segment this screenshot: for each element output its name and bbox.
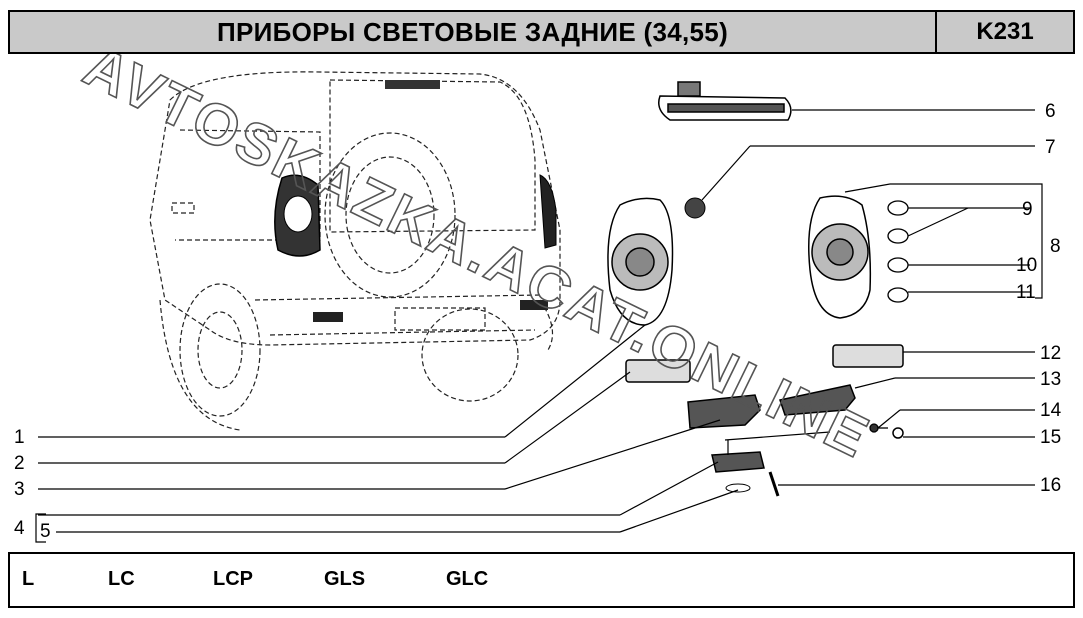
title-divider <box>935 12 937 52</box>
leader-lines <box>35 109 1043 543</box>
callout-6: 6 <box>1045 101 1056 122</box>
callout-1: 1 <box>14 427 25 448</box>
callout-3: 3 <box>14 479 25 500</box>
callout-13: 13 <box>1040 369 1061 390</box>
car-reflector-left <box>313 312 343 322</box>
car-reflector-right <box>520 300 548 310</box>
callout-9: 9 <box>1022 199 1033 220</box>
page-title: ПРИБОРЫ СВЕТОВЫЕ ЗАДНИЕ (34,55) <box>216 16 729 47</box>
parts-diagram: 6 7 9 8 10 11 12 13 14 15 16 1 2 3 4 5 A… <box>14 54 1062 543</box>
callout-14: 14 <box>1040 400 1062 421</box>
catalog-code: K231 <box>976 18 1034 45</box>
part-festoon-bulb <box>725 483 751 493</box>
callout-15: 15 <box>1040 427 1061 448</box>
callout-7: 7 <box>1045 137 1056 158</box>
callout-5: 5 <box>40 521 51 542</box>
part-7-grommet <box>684 197 706 219</box>
part-8-tail-lamp-unit <box>808 195 872 319</box>
car-tail-lamp-right <box>539 174 557 249</box>
part-15-washer <box>892 427 904 439</box>
variant-gls: GLS <box>324 568 366 590</box>
callout-12: 12 <box>1040 343 1061 364</box>
part-12-reflector <box>832 344 904 368</box>
callout-8: 8 <box>1050 236 1061 257</box>
car-high-stop-lamp <box>385 80 440 89</box>
part-6-high-stop-lamp <box>658 81 792 121</box>
variant-lcp: LCP <box>213 568 253 590</box>
part-9-11-bulbs <box>887 200 909 303</box>
callout-numbers: 6 7 9 8 10 11 12 13 14 15 16 1 2 3 4 5 <box>14 101 1062 542</box>
part-tail-lamp-unit-left <box>607 197 674 326</box>
callout-16: 16 <box>1040 475 1061 496</box>
variant-lc: LC <box>108 568 135 590</box>
callout-2: 2 <box>14 453 25 474</box>
car-tail-lamp-lens <box>283 195 313 233</box>
part-plate-lamp-housing-left <box>687 394 761 429</box>
title-bar: ПРИБОРЫ СВЕТОВЫЕ ЗАДНИЕ (34,55) K231 <box>8 10 1075 54</box>
part-plate-lamp <box>711 451 765 473</box>
part-13-plate-lamp-housing <box>779 384 856 416</box>
callout-4: 4 <box>14 518 25 539</box>
variant-l: L <box>22 568 35 590</box>
variants-bar: L LC LCP GLS GLC <box>8 552 1075 608</box>
variant-glc: GLC <box>446 568 489 590</box>
callout-11: 11 <box>1016 282 1036 303</box>
callout-10: 10 <box>1016 255 1037 276</box>
part-16-screw <box>768 471 780 497</box>
part-reflector-left <box>625 359 691 383</box>
vehicle-rear-illustration <box>149 71 561 431</box>
